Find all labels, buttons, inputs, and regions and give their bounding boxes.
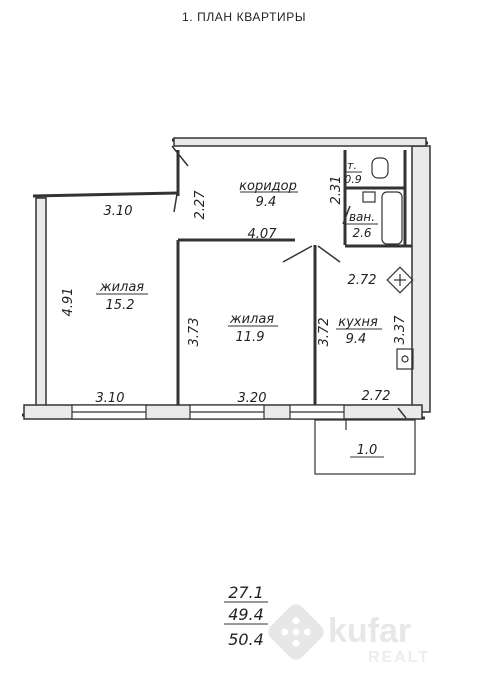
door-entry [171, 145, 189, 167]
dim-3-20: 3.20 [238, 391, 267, 406]
bathtub [381, 191, 403, 245]
dim-2-72-bottom: 2.72 [362, 389, 391, 404]
toilet-bowl [371, 157, 389, 179]
dim-1-0-balcony: 1.0 [357, 443, 378, 458]
room-name-corridor: коридор [239, 179, 297, 194]
dim-2-31: 2.31 [329, 176, 344, 205]
dim-4-07: 4.07 [248, 227, 278, 242]
stove-icon [386, 266, 414, 294]
dim-3-37: 3.37 [393, 315, 408, 345]
watermark-brand: kufar [328, 612, 411, 650]
dim-3-10-bottom: 3.10 [96, 391, 125, 406]
door-kitchen [317, 245, 341, 263]
door-room2 [282, 245, 313, 263]
windows [71, 404, 345, 420]
wall-corridor-fill [173, 137, 427, 147]
door-room1 [173, 187, 179, 213]
room-area-toilet: 0.9 [344, 173, 362, 186]
door-bath [342, 205, 351, 225]
balcony-outline [314, 419, 416, 475]
watermark-sub: REALT [368, 649, 430, 666]
door-balcony [397, 407, 407, 419]
room-area-bath: 2.6 [352, 226, 371, 240]
dim-3-10-top: 3.10 [104, 204, 133, 219]
wall-left-top [32, 191, 179, 198]
balcony [314, 419, 416, 475]
fixtures [362, 157, 414, 370]
doors [171, 145, 407, 419]
room-name-bath: ван. [349, 210, 375, 224]
room-name-toilet: т. [347, 159, 357, 172]
room-area-corridor: 9.4 [256, 195, 277, 210]
room-name-living-small: жилая [229, 312, 274, 327]
room-area-living-large: 15.2 [106, 298, 135, 313]
wall-left-fill [35, 197, 47, 409]
kufar-logo-icon [268, 604, 324, 660]
total-living: 27.1 [228, 583, 264, 602]
dim-3-72: 3.72 [317, 318, 332, 347]
room-name-kitchen: кухня [338, 315, 378, 330]
area-totals: 27.1 49.4 50.4 [224, 583, 268, 649]
sink-icon [396, 348, 414, 370]
dim-2-27: 2.27 [193, 190, 208, 220]
wall-right-fill [411, 145, 431, 413]
plan-title: 1. ПЛАН КВАРТИРЫ [181, 10, 307, 24]
total-usable: 49.4 [228, 605, 264, 624]
bath-tank [362, 191, 376, 203]
watermark: kufar REALT [268, 604, 430, 666]
room-area-living-small: 11.9 [236, 330, 265, 345]
total-area: 50.4 [228, 630, 264, 649]
room-name-living-large: жилая [99, 280, 144, 295]
dim-3-73: 3.73 [187, 318, 202, 347]
room-area-kitchen: 9.4 [346, 332, 367, 347]
dim-4-91: 4.91 [61, 288, 76, 317]
dim-2-72-kitchen: 2.72 [348, 273, 377, 288]
